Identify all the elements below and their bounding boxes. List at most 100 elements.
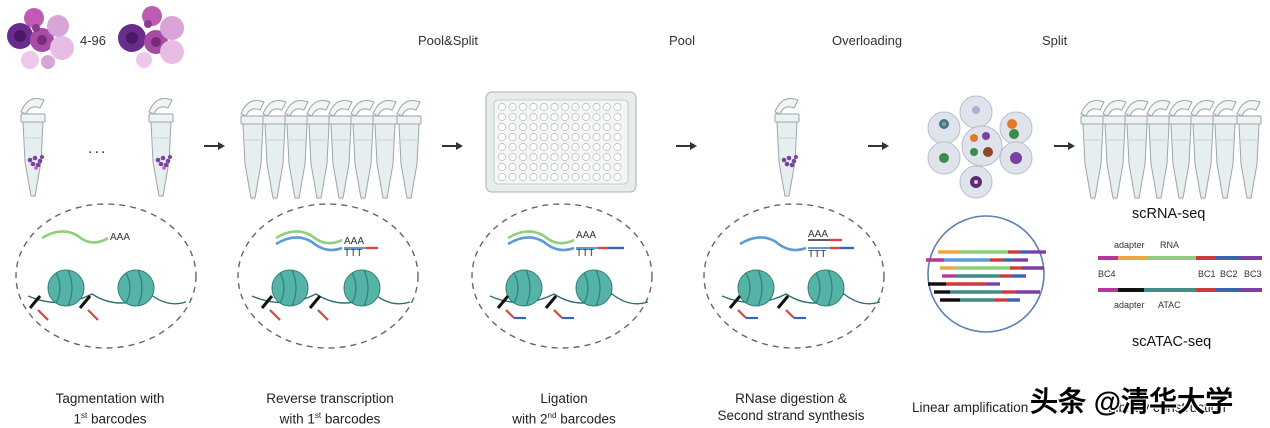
plate-well: [529, 123, 538, 131]
poly-t-label: TTT: [808, 249, 827, 260]
plate-well: [519, 143, 527, 151]
plate-well: [550, 173, 559, 181]
plate-well: [519, 133, 527, 141]
bc3-label: BC3: [1244, 269, 1262, 279]
watermark-text: 头条 @清华大学: [1030, 386, 1234, 417]
plate-well: [550, 113, 559, 121]
plate-well: [582, 133, 590, 141]
scatac-seq-title: scATAC-seq: [1132, 334, 1212, 350]
plate-well: [613, 163, 622, 171]
overloading-label: Overloading: [832, 33, 903, 48]
plate-well: [582, 173, 590, 181]
plate-well: [561, 163, 569, 171]
plate-well: [592, 163, 601, 171]
plate-well: [550, 153, 559, 161]
plate-well: [550, 163, 559, 171]
plate-well: [519, 163, 527, 171]
well-plate-icon: [485, 91, 637, 193]
adapter-label: adapter: [1114, 240, 1145, 250]
plate-well: [550, 123, 559, 131]
plate-well: [582, 103, 590, 111]
plate-well: [582, 113, 590, 121]
cell-cluster-icon: [118, 6, 184, 68]
cell-cluster-icon: [7, 8, 74, 69]
plate-well: [592, 123, 601, 131]
plate-well: [582, 123, 590, 131]
plate-well: [571, 113, 580, 121]
poly-a-label: AAA: [808, 229, 829, 240]
plate-well: [508, 163, 517, 171]
plate-well: [540, 113, 548, 121]
plate-well: [508, 143, 517, 151]
step3-ellipse: [471, 203, 653, 349]
plate-well: [508, 153, 517, 161]
adapter-label: adapter: [1114, 300, 1145, 310]
tube-pooled: [774, 98, 800, 197]
plate-well: [498, 113, 506, 121]
plate-well: [603, 113, 611, 121]
step1-molecules: [27, 230, 187, 321]
step6-caption: Library construction: [1108, 400, 1226, 415]
ellipsis-text: ...: [88, 140, 108, 157]
plate-well: [561, 153, 569, 161]
plate-well: [498, 123, 506, 131]
plate-well: [550, 143, 559, 151]
bc4-label: BC4: [1098, 269, 1116, 279]
plate-well: [571, 143, 580, 151]
plate-well: [540, 153, 548, 161]
bc2-label: BC2: [1220, 269, 1238, 279]
plate-well: [571, 123, 580, 131]
plate-well: [498, 173, 506, 181]
plate-well: [529, 163, 538, 171]
plate-well: [529, 133, 538, 141]
plate-well: [561, 173, 569, 181]
pool-split-label: Pool&Split: [418, 33, 478, 48]
plate-well: [561, 143, 569, 151]
plate-well: [561, 113, 569, 121]
plate-well: [529, 173, 538, 181]
step5-caption: Linear amplification: [912, 400, 1029, 415]
pool-label: Pool: [669, 33, 696, 48]
plate-well: [613, 143, 622, 151]
plate-well: [550, 133, 559, 141]
plate-well: [561, 133, 569, 141]
tube-group-input: [20, 98, 174, 197]
tube-strip-2: [1080, 100, 1262, 199]
batch-range-label: 4-96: [80, 33, 107, 48]
plate-well: [582, 153, 590, 161]
plate-well: [571, 103, 580, 111]
poly-a-label: AAA: [576, 230, 597, 241]
step4-ellipse: [703, 203, 885, 349]
droplet-cluster: [927, 95, 1033, 199]
plate-well: [582, 143, 590, 151]
plate-well: [529, 153, 538, 161]
step1-caption: Tagmentation with 1st barcodes: [55, 391, 165, 427]
step5-circle: [927, 215, 1045, 333]
plate-well: [603, 173, 611, 181]
plate-well: [519, 113, 527, 121]
poly-a-label: AAA: [344, 236, 365, 247]
plate-well: [592, 103, 601, 111]
plate-well: [603, 143, 611, 151]
step4-caption: RNase digestion & Second strand synthesi…: [717, 391, 865, 423]
step3-caption: Ligation with 2nd barcodes: [512, 391, 616, 427]
split-label: Split: [1042, 33, 1068, 48]
plate-well: [550, 103, 559, 111]
plate-well: [613, 113, 622, 121]
atac-label: ATAC: [1158, 300, 1181, 310]
plate-well: [540, 133, 548, 141]
plate-well: [498, 163, 506, 171]
step2-molecules: [251, 230, 411, 321]
amplified-fragments: [926, 250, 1046, 302]
plate-well: [592, 173, 601, 181]
plate-well: [529, 113, 538, 121]
plate-well: [582, 163, 590, 171]
plate-well: [508, 113, 517, 121]
plate-well: [592, 133, 601, 141]
plate-well: [519, 173, 527, 181]
plate-well: [592, 113, 601, 121]
plate-well: [540, 103, 548, 111]
plate-well: [498, 143, 506, 151]
plate-well: [529, 143, 538, 151]
